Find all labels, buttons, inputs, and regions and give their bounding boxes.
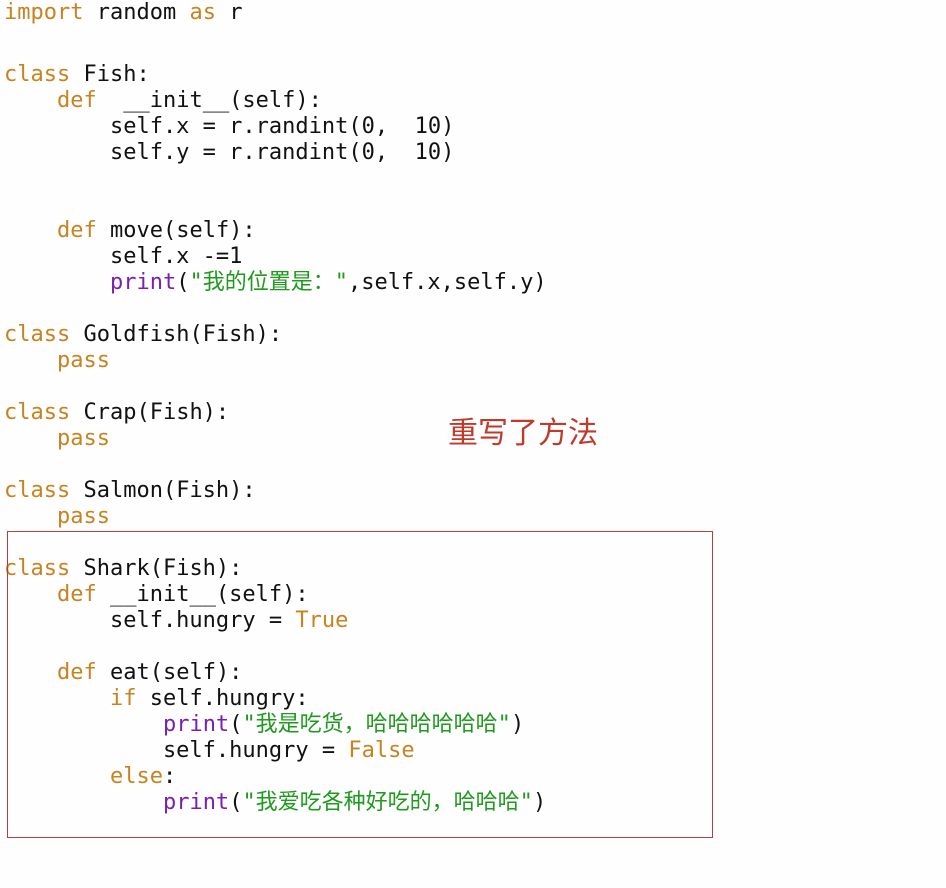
code-token: move(self):	[96, 218, 256, 243]
annotation-text: 重写了方法	[448, 416, 598, 451]
code-token: ,self.x,self.y)	[347, 270, 547, 295]
code-line: if self.hungry:	[4, 686, 309, 712]
code-line: class Shark(Fish):	[4, 556, 242, 582]
code-token: self.y = r.randint(0, 10)	[4, 140, 455, 165]
code-line: self.x -=1	[4, 244, 242, 270]
code-token: class	[4, 556, 71, 581]
code-token: print	[162, 790, 230, 815]
code-line: def __init__(self):	[4, 582, 309, 608]
code-token: def	[56, 88, 97, 113]
code-token: Crap(Fish):	[70, 400, 230, 425]
code-token: else	[109, 764, 163, 789]
code-token: r	[215, 0, 243, 25]
code-token	[4, 88, 57, 113]
code-line: def __init__(self):	[4, 88, 322, 114]
code-token	[4, 218, 57, 243]
code-line: class Goldfish(Fish):	[4, 322, 282, 348]
code-token: def	[56, 218, 97, 243]
code-token: self.hungry =	[4, 738, 349, 763]
code-token: Salmon(Fish):	[70, 478, 256, 503]
code-token: "我的位置是："	[189, 270, 348, 295]
code-token: pass	[56, 348, 110, 373]
code-token: print	[109, 270, 177, 295]
highlight-box	[7, 531, 713, 838]
code-line: self.y = r.randint(0, 10)	[4, 140, 454, 166]
code-token: __init__(self):	[96, 582, 309, 607]
code-token	[4, 270, 110, 295]
code-token: class	[4, 322, 71, 347]
code-token: class	[4, 62, 71, 87]
code-token: class	[4, 478, 71, 503]
code-line: def move(self):	[4, 218, 256, 244]
code-token: pass	[56, 504, 110, 529]
code-token: "我爱吃各种好吃的，哈哈哈"	[242, 790, 533, 815]
code-line: pass	[4, 426, 110, 452]
code-token: "我是吃货，哈哈哈哈哈哈"	[242, 712, 511, 737]
code-token	[4, 426, 57, 451]
code-line: print("我的位置是：",self.x,self.y)	[4, 270, 547, 296]
code-token: class	[4, 400, 71, 425]
code-token	[4, 504, 57, 529]
code-line: self.x = r.randint(0, 10)	[4, 114, 454, 140]
code-token: print	[162, 712, 230, 737]
code-token: Goldfish(Fish):	[70, 322, 283, 347]
code-token: self.hungry:	[136, 686, 309, 711]
code-line: pass	[4, 504, 110, 530]
code-token: if	[109, 686, 137, 711]
code-line: self.hungry = False	[4, 738, 415, 764]
code-token: self.hungry =	[4, 608, 296, 633]
code-token: Fish:	[70, 62, 150, 87]
code-token: import	[4, 0, 84, 25]
code-line: self.hungry = True	[4, 608, 348, 634]
code-token: Shark(Fish):	[70, 556, 243, 581]
code-token: random	[83, 0, 190, 25]
code-token: (	[229, 790, 243, 815]
code-line: import random as r	[4, 0, 242, 26]
code-token: as	[189, 0, 216, 25]
code-token: __init__(self):	[96, 88, 322, 113]
code-token: def	[56, 660, 97, 685]
code-line: class Fish:	[4, 62, 150, 88]
code-token: :	[162, 764, 177, 789]
code-line: def eat(self):	[4, 660, 242, 686]
code-token: True	[295, 608, 349, 633]
code-line: print("我爱吃各种好吃的，哈哈哈")	[4, 790, 546, 816]
code-line: pass	[4, 348, 110, 374]
code-token: (	[229, 712, 243, 737]
code-token: )	[510, 712, 525, 737]
code-token: False	[348, 738, 415, 763]
code-token	[4, 348, 57, 373]
code-line: class Salmon(Fish):	[4, 478, 256, 504]
code-token: def	[56, 582, 97, 607]
code-line: print("我是吃货，哈哈哈哈哈哈")	[4, 712, 524, 738]
code-token: eat(self):	[96, 660, 243, 685]
code-line: class Crap(Fish):	[4, 400, 229, 426]
code-token: )	[532, 790, 547, 815]
code-token: self.x = r.randint(0, 10)	[4, 114, 455, 139]
code-token: self.x -=1	[4, 244, 243, 269]
code-token: pass	[56, 426, 110, 451]
code-token: (	[176, 270, 190, 295]
code-line: else:	[4, 764, 176, 790]
